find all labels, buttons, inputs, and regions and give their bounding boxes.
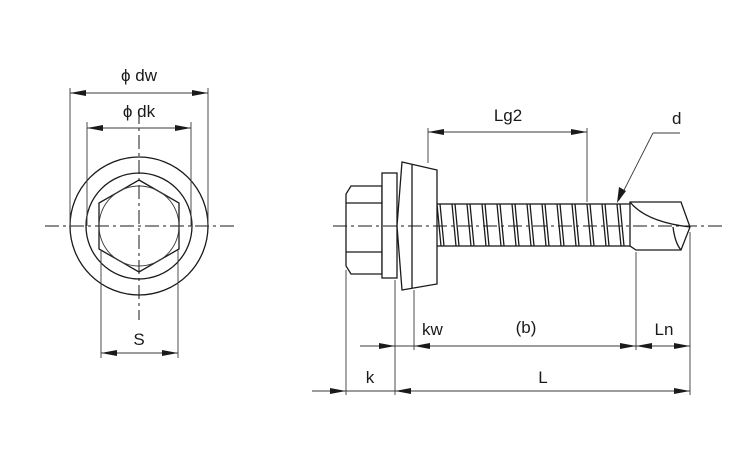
kw-label: kw xyxy=(422,320,444,339)
end-view: ϕ dw ϕ dk S xyxy=(45,66,235,358)
s-arrow-left xyxy=(101,350,117,356)
b-arrow-right xyxy=(620,343,636,349)
ln-arrow-right xyxy=(674,343,690,349)
d-leader-line xyxy=(618,132,654,201)
d-leader-arrow xyxy=(617,187,626,203)
hex-chamfer-circle xyxy=(98,185,180,267)
dk-arrow-left xyxy=(87,125,103,131)
ln-arrow-left xyxy=(636,343,652,349)
hex-head-outline xyxy=(98,179,180,273)
dk-arrow-right xyxy=(175,125,191,131)
k-arrow-left xyxy=(330,388,346,394)
l-label: L xyxy=(538,368,547,387)
lg2-label: Lg2 xyxy=(494,106,522,125)
dw-arrow-left xyxy=(70,90,86,96)
hex-head-side xyxy=(345,185,383,275)
kw-arrow-right xyxy=(414,343,430,349)
drill-flute-curve xyxy=(629,201,691,228)
flange-circle xyxy=(85,172,193,280)
dw-label: ϕ dw xyxy=(121,66,158,85)
l-arrow-left xyxy=(395,388,411,394)
k-label: k xyxy=(366,368,375,387)
side-view: Lg2 d kw (b) Ln k L xyxy=(312,106,722,395)
d-label: d xyxy=(672,109,681,128)
dw-arrow-right xyxy=(192,90,208,96)
s-label: S xyxy=(133,330,144,349)
thread-helix xyxy=(436,203,625,247)
drill-flute-lower xyxy=(672,226,682,251)
s-arrow-right xyxy=(162,350,178,356)
b-label: (b) xyxy=(516,318,537,337)
l-arrow-right xyxy=(674,388,690,394)
dk-label: ϕ dk xyxy=(123,102,156,121)
kw-arrow-left xyxy=(379,343,395,349)
lg2-arrow-right xyxy=(571,129,587,135)
lg2-arrow-left xyxy=(428,129,444,135)
ln-label: Ln xyxy=(655,320,674,339)
